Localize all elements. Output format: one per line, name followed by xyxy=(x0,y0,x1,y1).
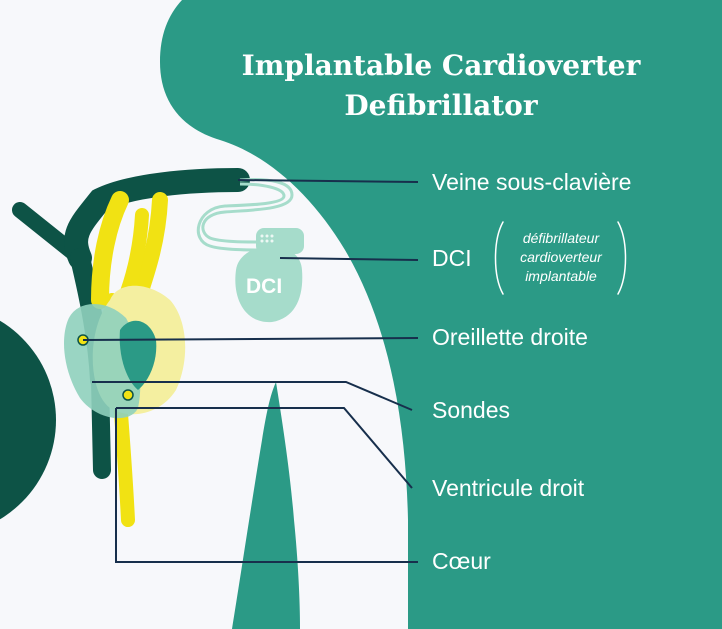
dark-circle xyxy=(0,304,56,536)
title-line-1: Implantable Cardioverter xyxy=(196,46,686,86)
arm-wedge xyxy=(232,382,300,629)
label-coeur: Cœur xyxy=(432,548,491,575)
dci-note: défibrillateur cardioverteur implantable xyxy=(502,229,620,286)
page-title: Implantable Cardioverter Defibrillator xyxy=(196,46,686,126)
label-ventricule: Ventricule droit xyxy=(432,475,584,502)
label-sondes: Sondes xyxy=(432,397,510,424)
label-dci: DCI xyxy=(432,245,472,272)
dci-note-line-1: défibrillateur xyxy=(502,229,620,248)
label-veine: Veine sous-clavière xyxy=(432,169,631,196)
title-line-2: Defibrillator xyxy=(196,86,686,126)
dci-note-line-2: cardioverteur xyxy=(502,248,620,267)
dci-note-line-3: implantable xyxy=(502,267,620,286)
label-oreillette: Oreillette droite xyxy=(432,324,588,351)
device-label: DCI xyxy=(246,275,282,299)
